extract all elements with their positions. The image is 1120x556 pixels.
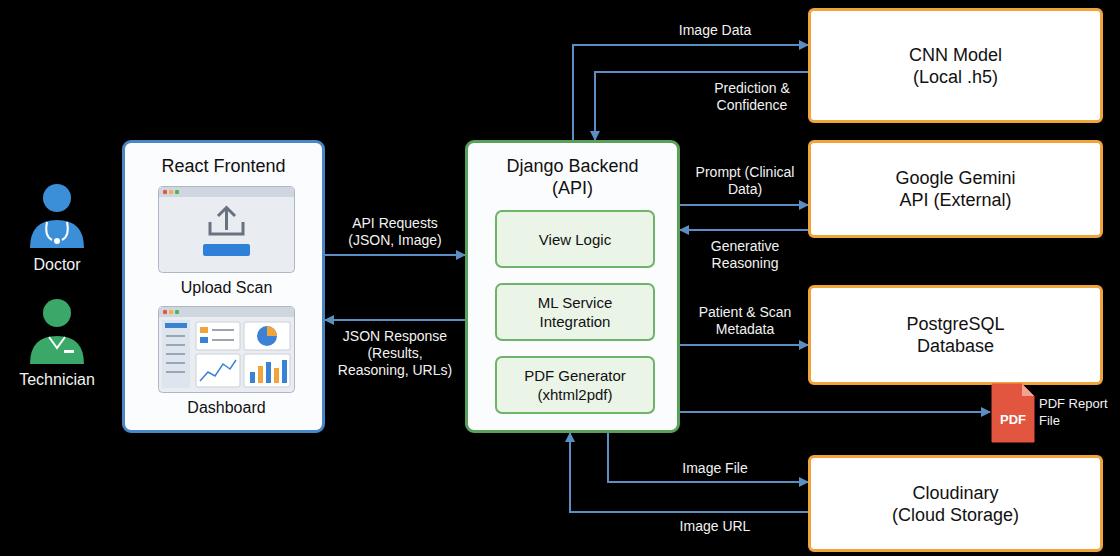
database-box: PostgreSQL Database — [808, 285, 1103, 385]
node-title: PostgreSQL Database — [901, 313, 1011, 357]
node-title: ML Service Integration — [520, 293, 630, 331]
flow-label: Image Data — [655, 22, 775, 39]
node-title: React Frontend — [125, 155, 322, 177]
node-title: PDF Generator (xhtml2pdf) — [515, 366, 635, 404]
service-box: CNN Model (Local .h5) — [808, 8, 1103, 123]
flow-arrow — [680, 344, 808, 346]
node-title: Django Backend (API) — [498, 155, 648, 199]
flow-label: Patient & Scan Metadata — [685, 304, 805, 338]
flow-label: Image URL — [655, 518, 775, 535]
upload-screen-art — [158, 186, 295, 273]
flow-arrow — [325, 254, 465, 256]
file-type-badge: PDF — [990, 412, 1036, 428]
technician-icon — [30, 299, 84, 364]
pdf-file-icon: PDFPDF Report File — [990, 382, 1116, 444]
module-box: PDF Generator (xhtml2pdf) — [495, 356, 655, 414]
actor-label: Technician — [7, 370, 107, 390]
flow-arrow — [680, 411, 990, 413]
node-title: Cloudinary (Cloud Storage) — [888, 482, 1023, 526]
flow-arrow — [325, 319, 465, 321]
node-title: Google Gemini API (External) — [893, 167, 1018, 211]
backend-panel: Django Backend (API) View Logic ML Service… — [465, 140, 680, 433]
flow-label: API Requests (JSON, Image) — [335, 215, 455, 249]
output-label: PDF Report File — [1039, 395, 1115, 429]
flow-arrow — [570, 433, 808, 512]
screen-mockup: Dashboard — [158, 306, 295, 418]
doctor-icon — [30, 184, 84, 248]
flow-arrow — [608, 433, 808, 482]
flow-label: Image File — [655, 460, 775, 477]
flow-label: Prediction & Confidence — [697, 80, 807, 114]
flow-label: Generative Reasoning — [695, 238, 795, 272]
flow-arrow — [573, 45, 808, 140]
flow-label: Prompt (Clinical Data) — [685, 164, 805, 198]
node-title: Dashboard — [158, 398, 295, 418]
actor-label: Doctor — [7, 255, 107, 275]
service-box: Google Gemini API (External) — [808, 140, 1103, 238]
flow-arrow — [595, 72, 808, 140]
flow-label: JSON Response (Results, Reasoning, URLs) — [335, 328, 455, 379]
flow-arrow — [680, 229, 808, 231]
module-box: View Logic — [495, 210, 655, 268]
screen-mockup: Upload Scan — [158, 186, 295, 298]
node-title: View Logic — [539, 230, 611, 249]
node-title: CNN Model (Local .h5) — [896, 44, 1016, 88]
storage-box: Cloudinary (Cloud Storage) — [808, 455, 1103, 552]
dashboard-screen-art — [158, 306, 295, 393]
module-box: ML Service Integration — [495, 283, 655, 341]
flow-arrow — [680, 204, 808, 206]
node-title: Upload Scan — [158, 278, 295, 298]
frontend-panel: React FrontendUpload ScanDashboard — [122, 140, 325, 433]
